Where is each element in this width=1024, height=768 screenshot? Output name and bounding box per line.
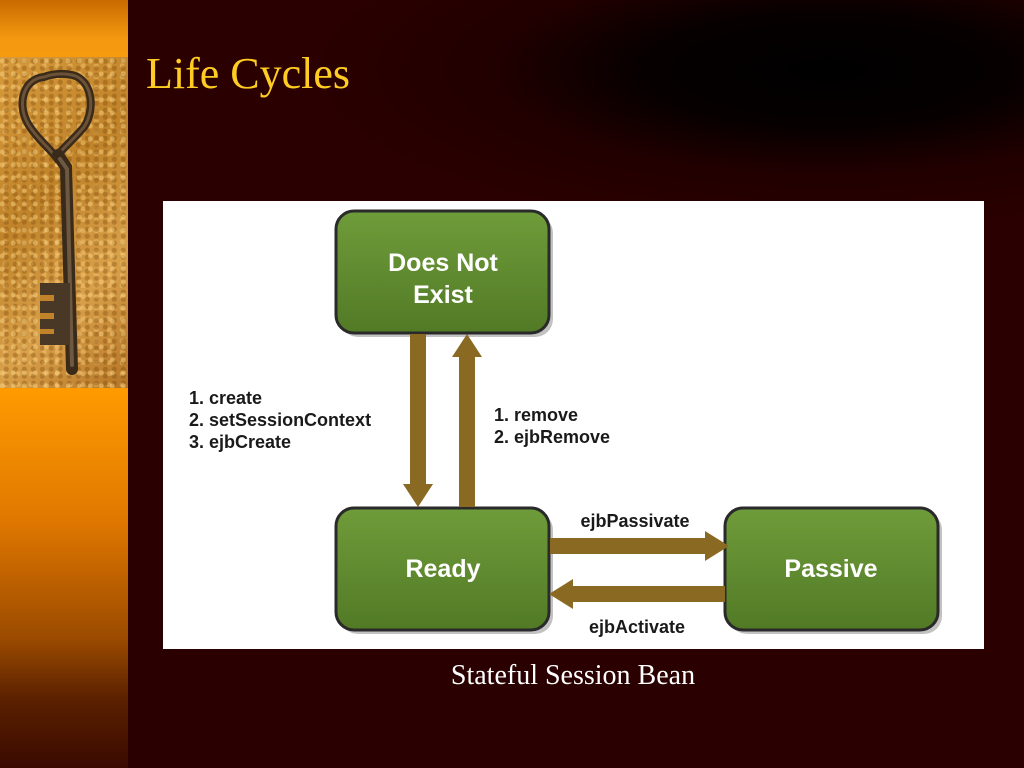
create-step-1: 1. create xyxy=(189,388,262,408)
state-does-not-exist: Does Not Exist xyxy=(334,209,551,335)
arrow-create xyxy=(403,334,433,507)
arrow-passivate xyxy=(550,531,729,561)
arrow-activate xyxy=(549,579,725,609)
state-ready: Ready xyxy=(334,506,551,632)
state-label-line-2: Exist xyxy=(413,281,473,309)
state-label-passive: Passive xyxy=(784,555,877,583)
lifecycle-diagram: Does Not Exist Ready Passive xyxy=(163,201,984,649)
state-passive: Passive xyxy=(723,506,940,632)
create-step-2: 2. setSessionContext xyxy=(189,410,371,430)
arrow-remove xyxy=(452,334,482,507)
state-diagram-svg: Does Not Exist Ready Passive xyxy=(189,209,942,637)
passivate-label: ejbPassivate xyxy=(580,511,689,531)
state-label-ready: Ready xyxy=(405,555,480,583)
slide-title: Life Cycles xyxy=(146,49,351,98)
state-label-line-1: Does Not xyxy=(388,249,498,277)
create-steps-label: 1. create 2. setSessionContext 3. ejbCre… xyxy=(189,388,371,452)
activate-label: ejbActivate xyxy=(589,617,685,637)
remove-step-1: 1. remove xyxy=(494,405,578,425)
remove-steps-label: 1. remove 2. ejbRemove xyxy=(494,405,610,447)
remove-step-2: 2. ejbRemove xyxy=(494,427,610,447)
key-image xyxy=(0,57,128,388)
key-icon xyxy=(18,69,95,375)
diagram-caption: Stateful Session Bean xyxy=(450,660,696,691)
create-step-3: 3. ejbCreate xyxy=(189,432,291,452)
